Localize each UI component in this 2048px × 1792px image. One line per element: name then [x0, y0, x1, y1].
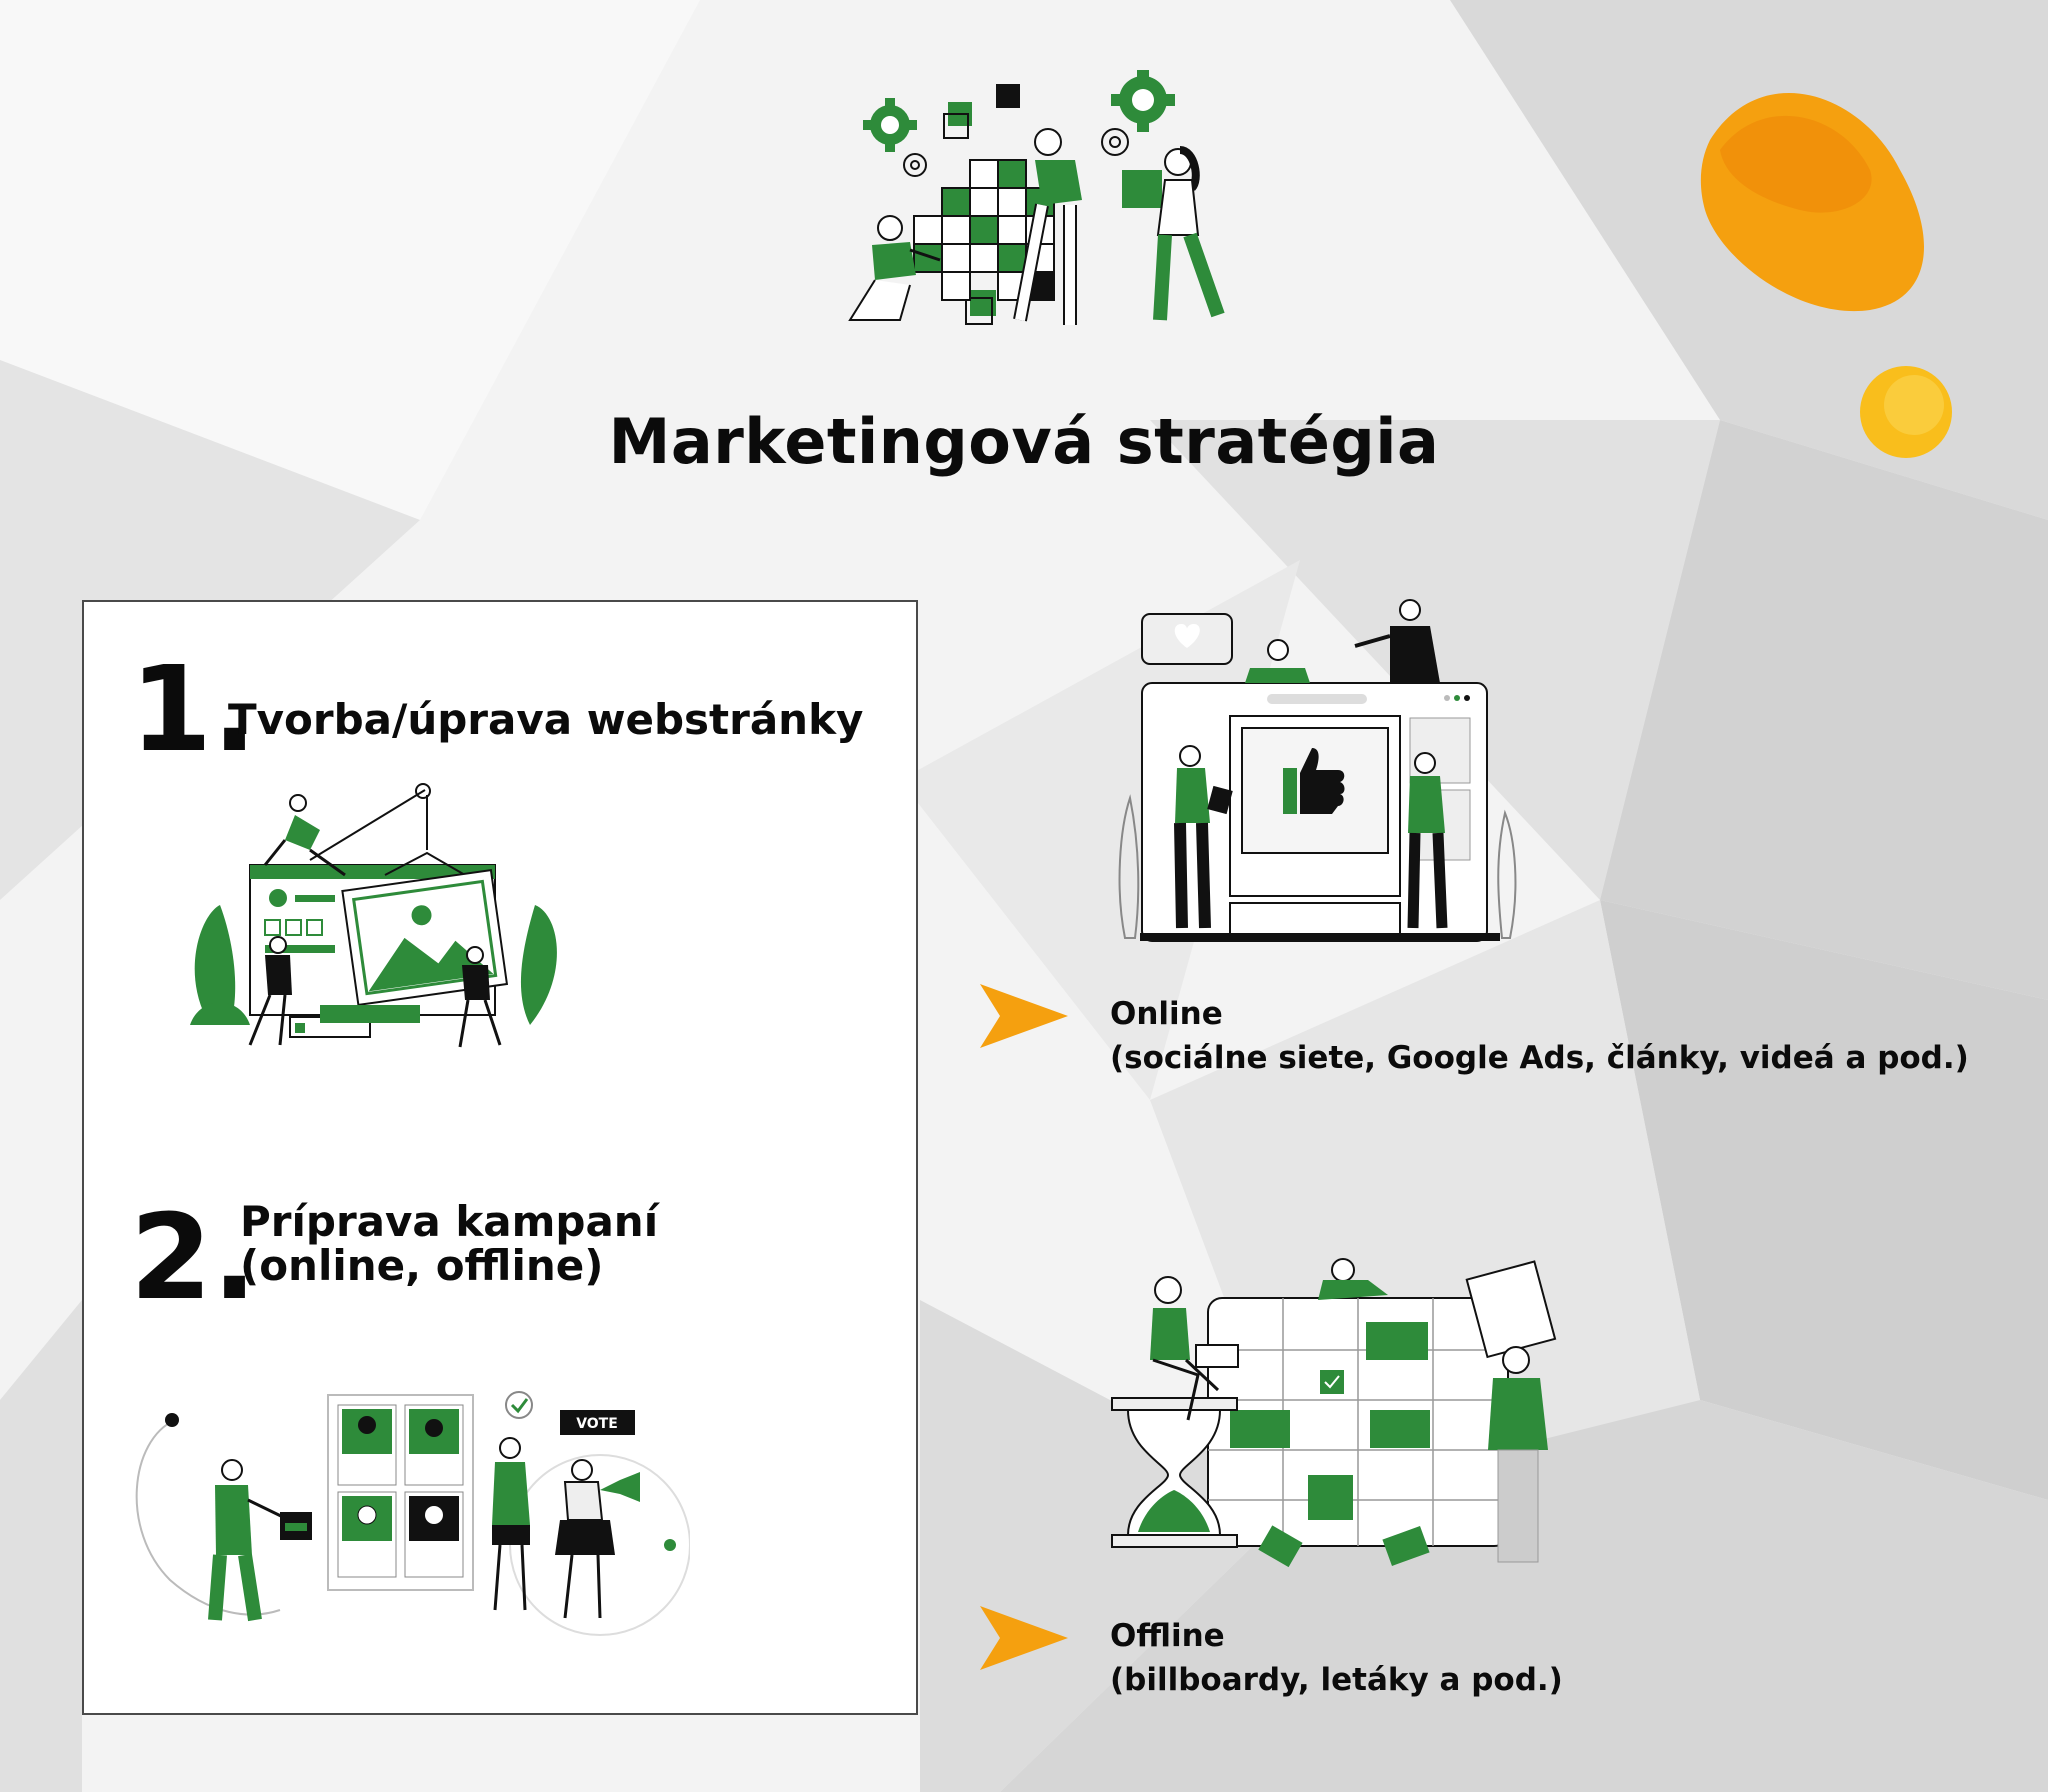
page-title: Marketingová stratégia [608, 405, 1440, 478]
gear-icon [1111, 70, 1175, 132]
option-online-name: Online [1110, 996, 1223, 1032]
step-1-number: 1. [130, 640, 257, 778]
step-2-title-line-2: (online, offline) [240, 1241, 604, 1290]
team-puzzle-illustration [848, 70, 1225, 325]
orange-arrow-icon [980, 1606, 1068, 1670]
gear-icon [1101, 128, 1129, 156]
step-2-number: 2. [130, 1188, 257, 1326]
option-online-detail: (sociálne siete, Google Ads, články, vid… [1110, 1040, 1969, 1076]
gear-icon [903, 153, 927, 177]
calendar-planning-illustration [1111, 1258, 1557, 1568]
step-2-title-line-1: Príprava kampaní [240, 1197, 659, 1246]
option-offline-detail: (billboardy, letáky a pod.) [1110, 1662, 1563, 1698]
option-offline-name: Offline [1110, 1618, 1225, 1654]
social-media-illustration [1118, 599, 1517, 942]
campaign-vote-illustration: VOTE [135, 1391, 690, 1636]
step-1-title: Tvorba/úprava webstránky [228, 695, 864, 744]
website-building-illustration [190, 783, 557, 1048]
gear-icon [863, 98, 917, 152]
orange-arrow-icon [980, 984, 1068, 1048]
vote-sign-label: VOTE [576, 1416, 618, 1432]
